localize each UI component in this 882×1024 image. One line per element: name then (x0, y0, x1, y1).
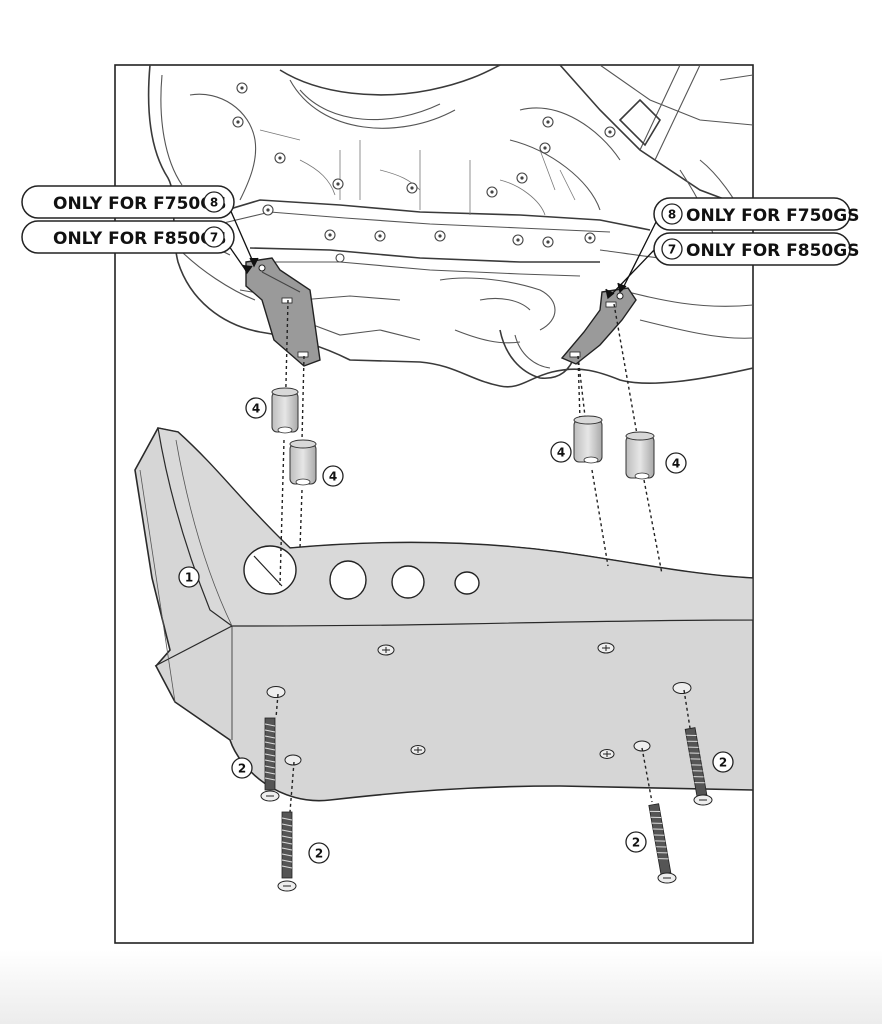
part-num-4: 4 (329, 470, 337, 484)
callout-left-top-num: 8 (210, 196, 218, 210)
callout-left-top: ONLY FOR F750GS 8 (21, 185, 235, 219)
part-num-2: 2 (632, 836, 640, 850)
callout-left-bottom: ONLY FOR F850GS 7 (21, 220, 235, 254)
part-label-screw-right-lower: 2 (625, 831, 647, 853)
spacer-right-b (625, 431, 655, 480)
part-label-spacer-left-a: 4 (245, 397, 267, 419)
screw-right-upper (684, 727, 713, 806)
part-label-screw-right-upper: 2 (712, 751, 734, 773)
spacer-left-b (289, 439, 317, 486)
spacer-left-a (271, 387, 299, 434)
callout-right-top: 8 ONLY FOR F750GS (653, 197, 859, 231)
part-num-4: 4 (252, 402, 260, 416)
callout-right-bottom: 7 ONLY FOR F850GS (653, 232, 859, 266)
callout-right-top-num: 8 (668, 208, 676, 222)
bottom-fade (0, 950, 882, 1024)
part-label-spacer-right-b: 4 (665, 452, 687, 474)
part-num-4: 4 (557, 446, 565, 460)
callout-right-top-text: ONLY FOR F750GS (686, 206, 859, 226)
screw-left-upper (260, 717, 280, 802)
spacer-right-a (573, 415, 603, 464)
callout-left-top-text: ONLY FOR F750GS (53, 194, 226, 214)
callout-right-bottom-num: 7 (668, 243, 676, 257)
part-num-2: 2 (315, 847, 323, 861)
callout-left-bottom-num: 7 (210, 231, 218, 245)
screw-left-lower (277, 811, 297, 892)
screw-right-lower (648, 803, 677, 884)
part-label-screw-left-upper: 2 (231, 757, 253, 779)
part-label-spacer-left-b: 4 (322, 465, 344, 487)
part-num-2: 2 (238, 762, 246, 776)
left-bracket (245, 257, 321, 367)
part-num-1: 1 (185, 571, 193, 585)
part-num-2: 2 (719, 756, 727, 770)
skid-plate (134, 427, 753, 802)
part-label-screw-left-lower: 2 (308, 842, 330, 864)
callout-right-bottom-text: ONLY FOR F850GS (686, 241, 859, 261)
part-label-skid-plate: 1 (178, 566, 200, 588)
part-num-4: 4 (672, 457, 680, 471)
assembly-lines (275, 299, 691, 813)
right-bracket (560, 287, 637, 365)
part-label-spacer-right-a: 4 (550, 441, 572, 463)
callout-left-bottom-text: ONLY FOR F850GS (53, 229, 226, 249)
